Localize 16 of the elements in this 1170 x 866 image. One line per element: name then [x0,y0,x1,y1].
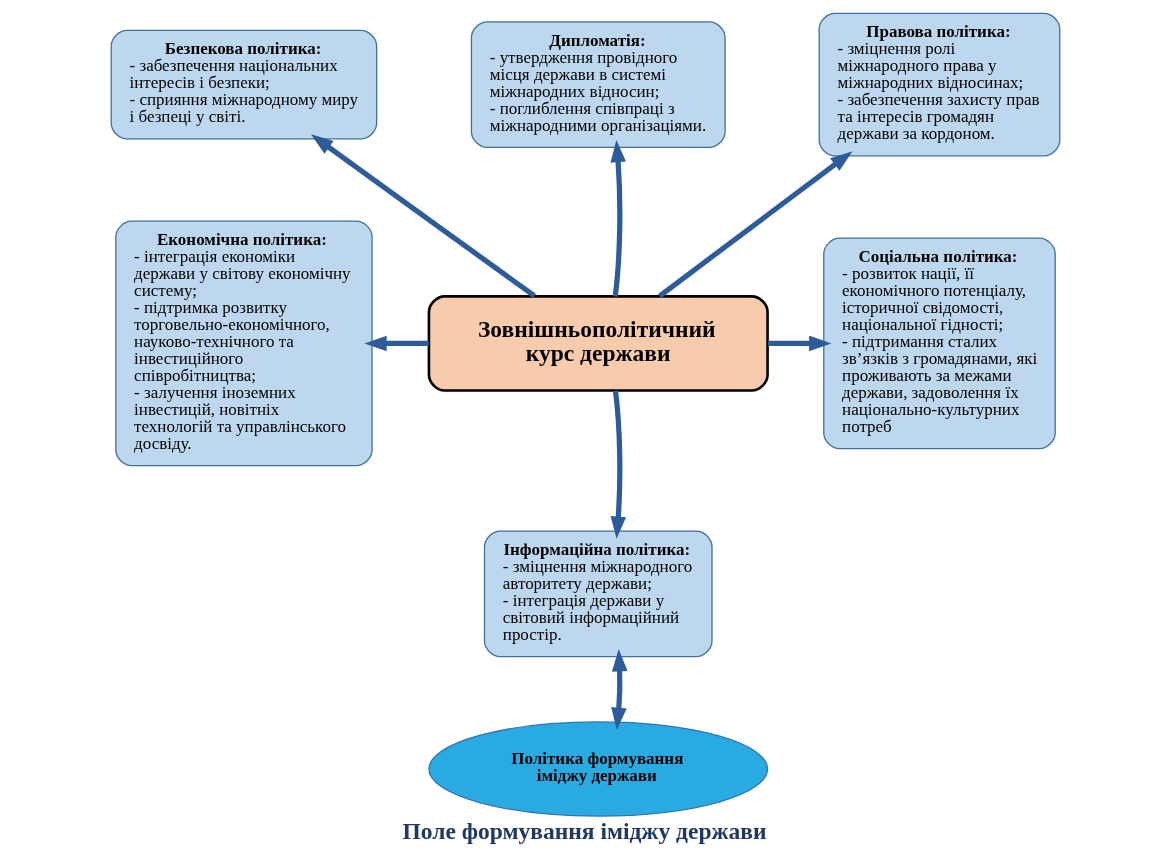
node-box: Інформаційна політика: - зміцнення міжнародного авторитету держави; - інтеграція держави у світовий інформаційний простір. [483,530,713,658]
caption: Поле формування іміджу держави [401,817,767,844]
node-box: Зовнішньополітичний курс держави [427,295,769,392]
arrow [767,335,831,352]
arrow [363,335,429,352]
node-box: Правова політика: - зміцнення ролі міжнародного права у міжнародних відносинах; - забезпечення захисту прав та інтересів громадян держави за кордоном. [818,12,1060,157]
node-box: Соціальна політика: - розвиток нації, її економічного потенціалу, історичної свідомості, національної гідності; - підтримання сталих зв’язків з громадянами, які проживають за межами держави, задоволення їх національно-культурних потреб [822,237,1056,450]
arrow [610,390,626,539]
arrow [609,140,626,297]
node-box: Безпекова політика: - забезпечення національних інтересів і безпеки; - сприяння міжнародному миру і безпеці у світі. [110,29,377,140]
arrow [657,151,853,299]
arrow [610,649,628,730]
node-box: Економічна політика: - інтеграція економіки держави у світову економічну систему; - підтримка розвитку торговельно-економічного, науково-технічного та інвестиційного співробітництва; - залучення іноземних інвестицій, новітніх технологій та управлінського досвіду. [114,220,373,467]
node-ellipse: Політика формування іміджу держави [427,721,768,817]
node-box: Дипломатія: - утвердження провідного місця держави в системі міжнародних відносин; - поглиблення співпраці з міжнародними організаціями. [470,21,726,148]
arrow [310,134,536,299]
